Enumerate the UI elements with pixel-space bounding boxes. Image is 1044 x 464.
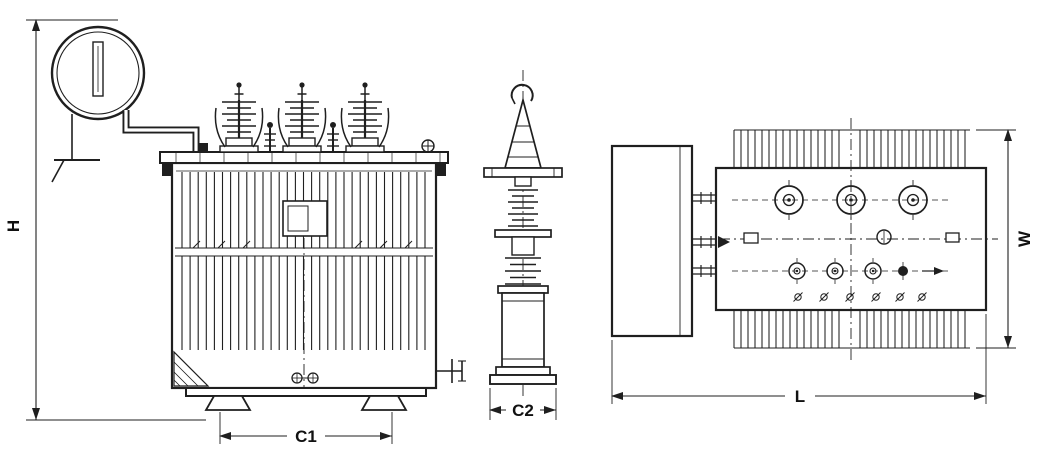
tank-base bbox=[185, 387, 427, 411]
dimension-label-l: L bbox=[795, 387, 805, 406]
base-plate bbox=[489, 374, 557, 385]
conservator-pipe bbox=[122, 110, 200, 156]
drain-valve bbox=[291, 372, 319, 384]
flow-arrow-icon bbox=[922, 267, 944, 275]
front-view: H bbox=[4, 19, 466, 446]
thermometer-well bbox=[876, 229, 892, 245]
dimension-l: L bbox=[611, 314, 987, 406]
side-view: C2 bbox=[483, 70, 563, 420]
top-view: W L bbox=[610, 118, 1034, 406]
hv-bushing-2 bbox=[277, 81, 327, 154]
neutral-terminal-dot bbox=[898, 262, 908, 280]
dimension-label-c1: C1 bbox=[295, 427, 317, 446]
lid-bolts bbox=[175, 152, 441, 163]
conservator-top-view bbox=[610, 144, 694, 338]
dimension-label-w: W bbox=[1015, 230, 1034, 247]
lid-valve-icon bbox=[421, 139, 435, 153]
dimension-h: H bbox=[4, 19, 206, 421]
lifting-hook-icon bbox=[510, 83, 534, 105]
lifting-lug-left bbox=[743, 232, 759, 244]
dimension-c1: C1 bbox=[219, 412, 393, 446]
lv-bushing-2 bbox=[326, 121, 340, 153]
bushing-cone bbox=[503, 96, 543, 169]
radiator-fins-bottom bbox=[733, 310, 970, 349]
hv-bushing-1 bbox=[214, 81, 264, 154]
side-valve bbox=[436, 359, 466, 383]
conservator-tank bbox=[50, 25, 146, 121]
dimension-label-c2: C2 bbox=[512, 401, 534, 420]
hv-bushing-3 bbox=[340, 81, 390, 154]
conservator-pipes bbox=[692, 192, 716, 277]
radiator-fins-top bbox=[733, 129, 970, 168]
insulator-stack bbox=[494, 176, 552, 285]
lv-bushing-1 bbox=[263, 121, 277, 153]
dimension-label-h: H bbox=[4, 220, 23, 232]
crossarm bbox=[483, 167, 563, 178]
lifting-lug-right bbox=[945, 232, 960, 243]
corner-gusset bbox=[173, 350, 210, 387]
dimension-c2: C2 bbox=[489, 388, 557, 420]
nameplate bbox=[282, 200, 328, 237]
conservator-bracket bbox=[51, 114, 100, 183]
support-column bbox=[489, 285, 557, 385]
pipe-flange-arrow bbox=[718, 236, 730, 248]
dimension-w: W bbox=[976, 129, 1034, 349]
